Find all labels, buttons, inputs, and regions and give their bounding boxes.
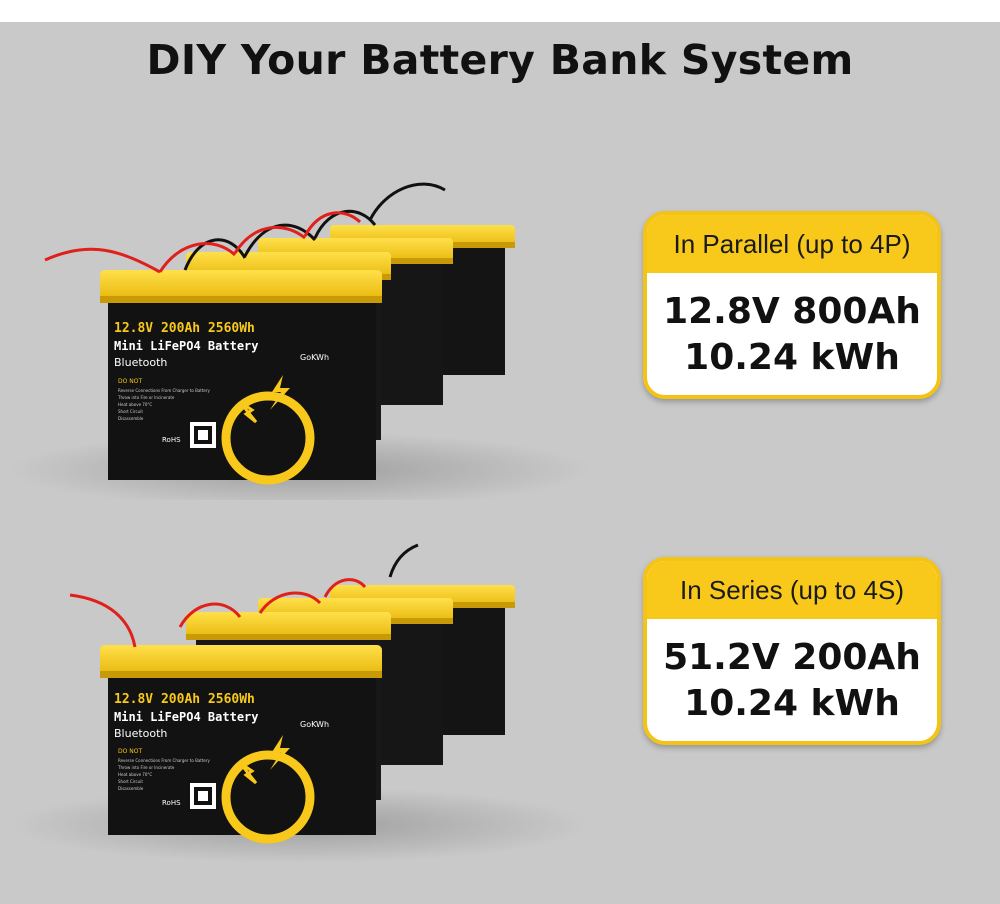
wire-black-2 bbox=[243, 223, 317, 257]
series-energy: 10.24 kWh bbox=[684, 683, 900, 724]
label-brand: GoKWh bbox=[300, 720, 329, 729]
page-title: DIY Your Battery Bank System bbox=[146, 36, 854, 84]
wire-black-1 bbox=[183, 238, 247, 271]
label-warning-3: Heat above 70°C bbox=[118, 402, 152, 407]
label-warning-5: Disassemble bbox=[118, 786, 144, 791]
label-spec: 12.8V 200Ah 2560Wh bbox=[114, 321, 255, 336]
parallel-energy: 10.24 kWh bbox=[684, 337, 900, 378]
label-certs: RoHS bbox=[162, 436, 181, 444]
series-battery-scene: 12.8V 200Ah 2560Wh Mini LiFePO4 Battery … bbox=[0, 535, 640, 865]
wire-black-out bbox=[388, 543, 419, 578]
series-header: In Series (up to 4S) bbox=[647, 561, 937, 619]
wire-red-1 bbox=[178, 602, 242, 628]
wire-red-3 bbox=[303, 211, 362, 237]
wire-red-2 bbox=[258, 591, 322, 614]
label-feature: Bluetooth bbox=[114, 356, 167, 369]
parallel-battery-scene: 12.8V 200Ah 2560Wh Mini LiFePO4 Battery … bbox=[0, 170, 640, 500]
parallel-voltage-capacity: 12.8V 800Ah bbox=[663, 291, 921, 332]
label-warning-title: DO NOT bbox=[118, 378, 142, 385]
wire-red-3 bbox=[323, 578, 367, 598]
label-warning-title: DO NOT bbox=[118, 748, 142, 755]
label-warning-5: Disassemble bbox=[118, 416, 144, 421]
battery-front bbox=[100, 270, 382, 485]
wire-red-in bbox=[44, 247, 161, 274]
wire-red-2 bbox=[233, 225, 306, 254]
battery-front bbox=[100, 645, 382, 844]
label-warning-2: Throw into Fire or Incinerate bbox=[117, 765, 175, 770]
label-certs: RoHS bbox=[162, 799, 181, 807]
label-warning-1: Reverse Connections From Charger to Batt… bbox=[118, 758, 211, 763]
parallel-header: In Parallel (up to 4P) bbox=[647, 215, 937, 273]
label-brand: GoKWh bbox=[300, 353, 329, 362]
label-warning-3: Heat above 70°C bbox=[118, 772, 152, 777]
label-warning-4: Short Circuit bbox=[118, 779, 143, 784]
series-card: In Series (up to 4S) 51.2V 200Ah 10.24 k… bbox=[643, 557, 941, 745]
label-warning-2: Throw into Fire or Incinerate bbox=[117, 395, 175, 400]
wire-red-1 bbox=[158, 242, 237, 273]
label-model: Mini LiFePO4 Battery bbox=[114, 710, 259, 724]
label-warning-1: Reverse Connections From Charger to Batt… bbox=[118, 388, 211, 393]
wire-black-out bbox=[368, 182, 446, 221]
label-spec: 12.8V 200Ah 2560Wh bbox=[114, 692, 255, 707]
label-feature: Bluetooth bbox=[114, 727, 167, 740]
parallel-card: In Parallel (up to 4P) 12.8V 800Ah 10.24… bbox=[643, 211, 941, 399]
label-warning-4: Short Circuit bbox=[118, 409, 143, 414]
top-strip bbox=[0, 0, 1000, 22]
wire-red-in bbox=[69, 593, 137, 648]
series-voltage-capacity: 51.2V 200Ah bbox=[663, 637, 921, 678]
label-model: Mini LiFePO4 Battery bbox=[114, 339, 259, 353]
